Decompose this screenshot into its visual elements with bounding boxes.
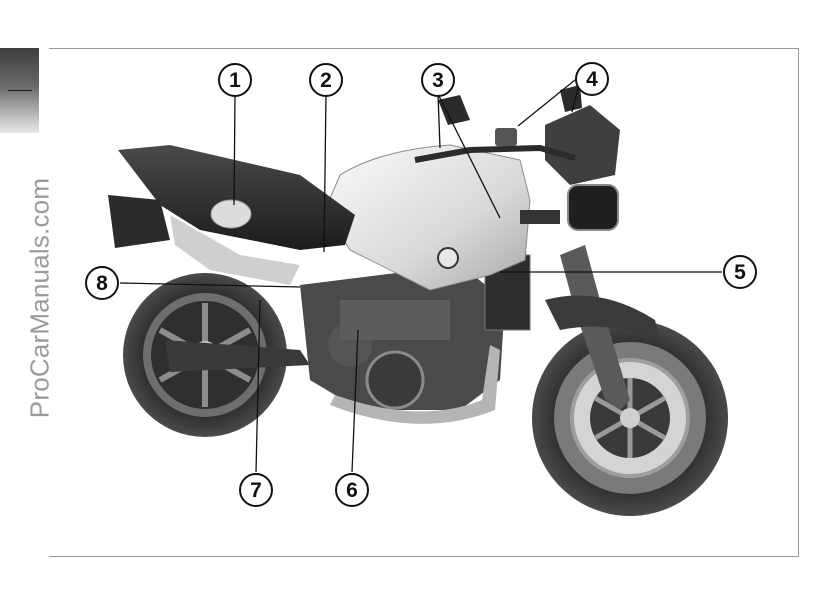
callout-8: 8	[86, 267, 118, 299]
callout-number: 8	[96, 272, 108, 295]
callout-number: 5	[734, 261, 746, 284]
engine	[300, 265, 505, 410]
callout-7: 7	[240, 474, 272, 506]
callout-6: 6	[336, 474, 368, 506]
callout-number: 6	[346, 479, 358, 502]
front-wheel	[532, 320, 728, 516]
callout-number: 2	[320, 69, 332, 92]
callout-5: 5	[724, 256, 756, 288]
callout-1: 1	[219, 64, 251, 96]
rear-mudguard	[108, 195, 170, 248]
callout-3: 3	[422, 64, 454, 96]
left-mirror	[438, 95, 470, 125]
brake-fluid-reservoir	[495, 128, 517, 146]
callout-4: 4	[576, 63, 608, 95]
callout-number: 3	[432, 69, 444, 92]
callout-number: 4	[586, 68, 598, 91]
seat-lock	[211, 200, 251, 228]
windscreen	[545, 105, 620, 185]
turn-indicator	[520, 210, 560, 224]
brand-logo-icon	[438, 248, 458, 268]
callout-number: 1	[229, 69, 241, 92]
callout-2: 2	[310, 64, 342, 96]
callout-number: 7	[250, 479, 262, 502]
headlight	[568, 185, 618, 230]
